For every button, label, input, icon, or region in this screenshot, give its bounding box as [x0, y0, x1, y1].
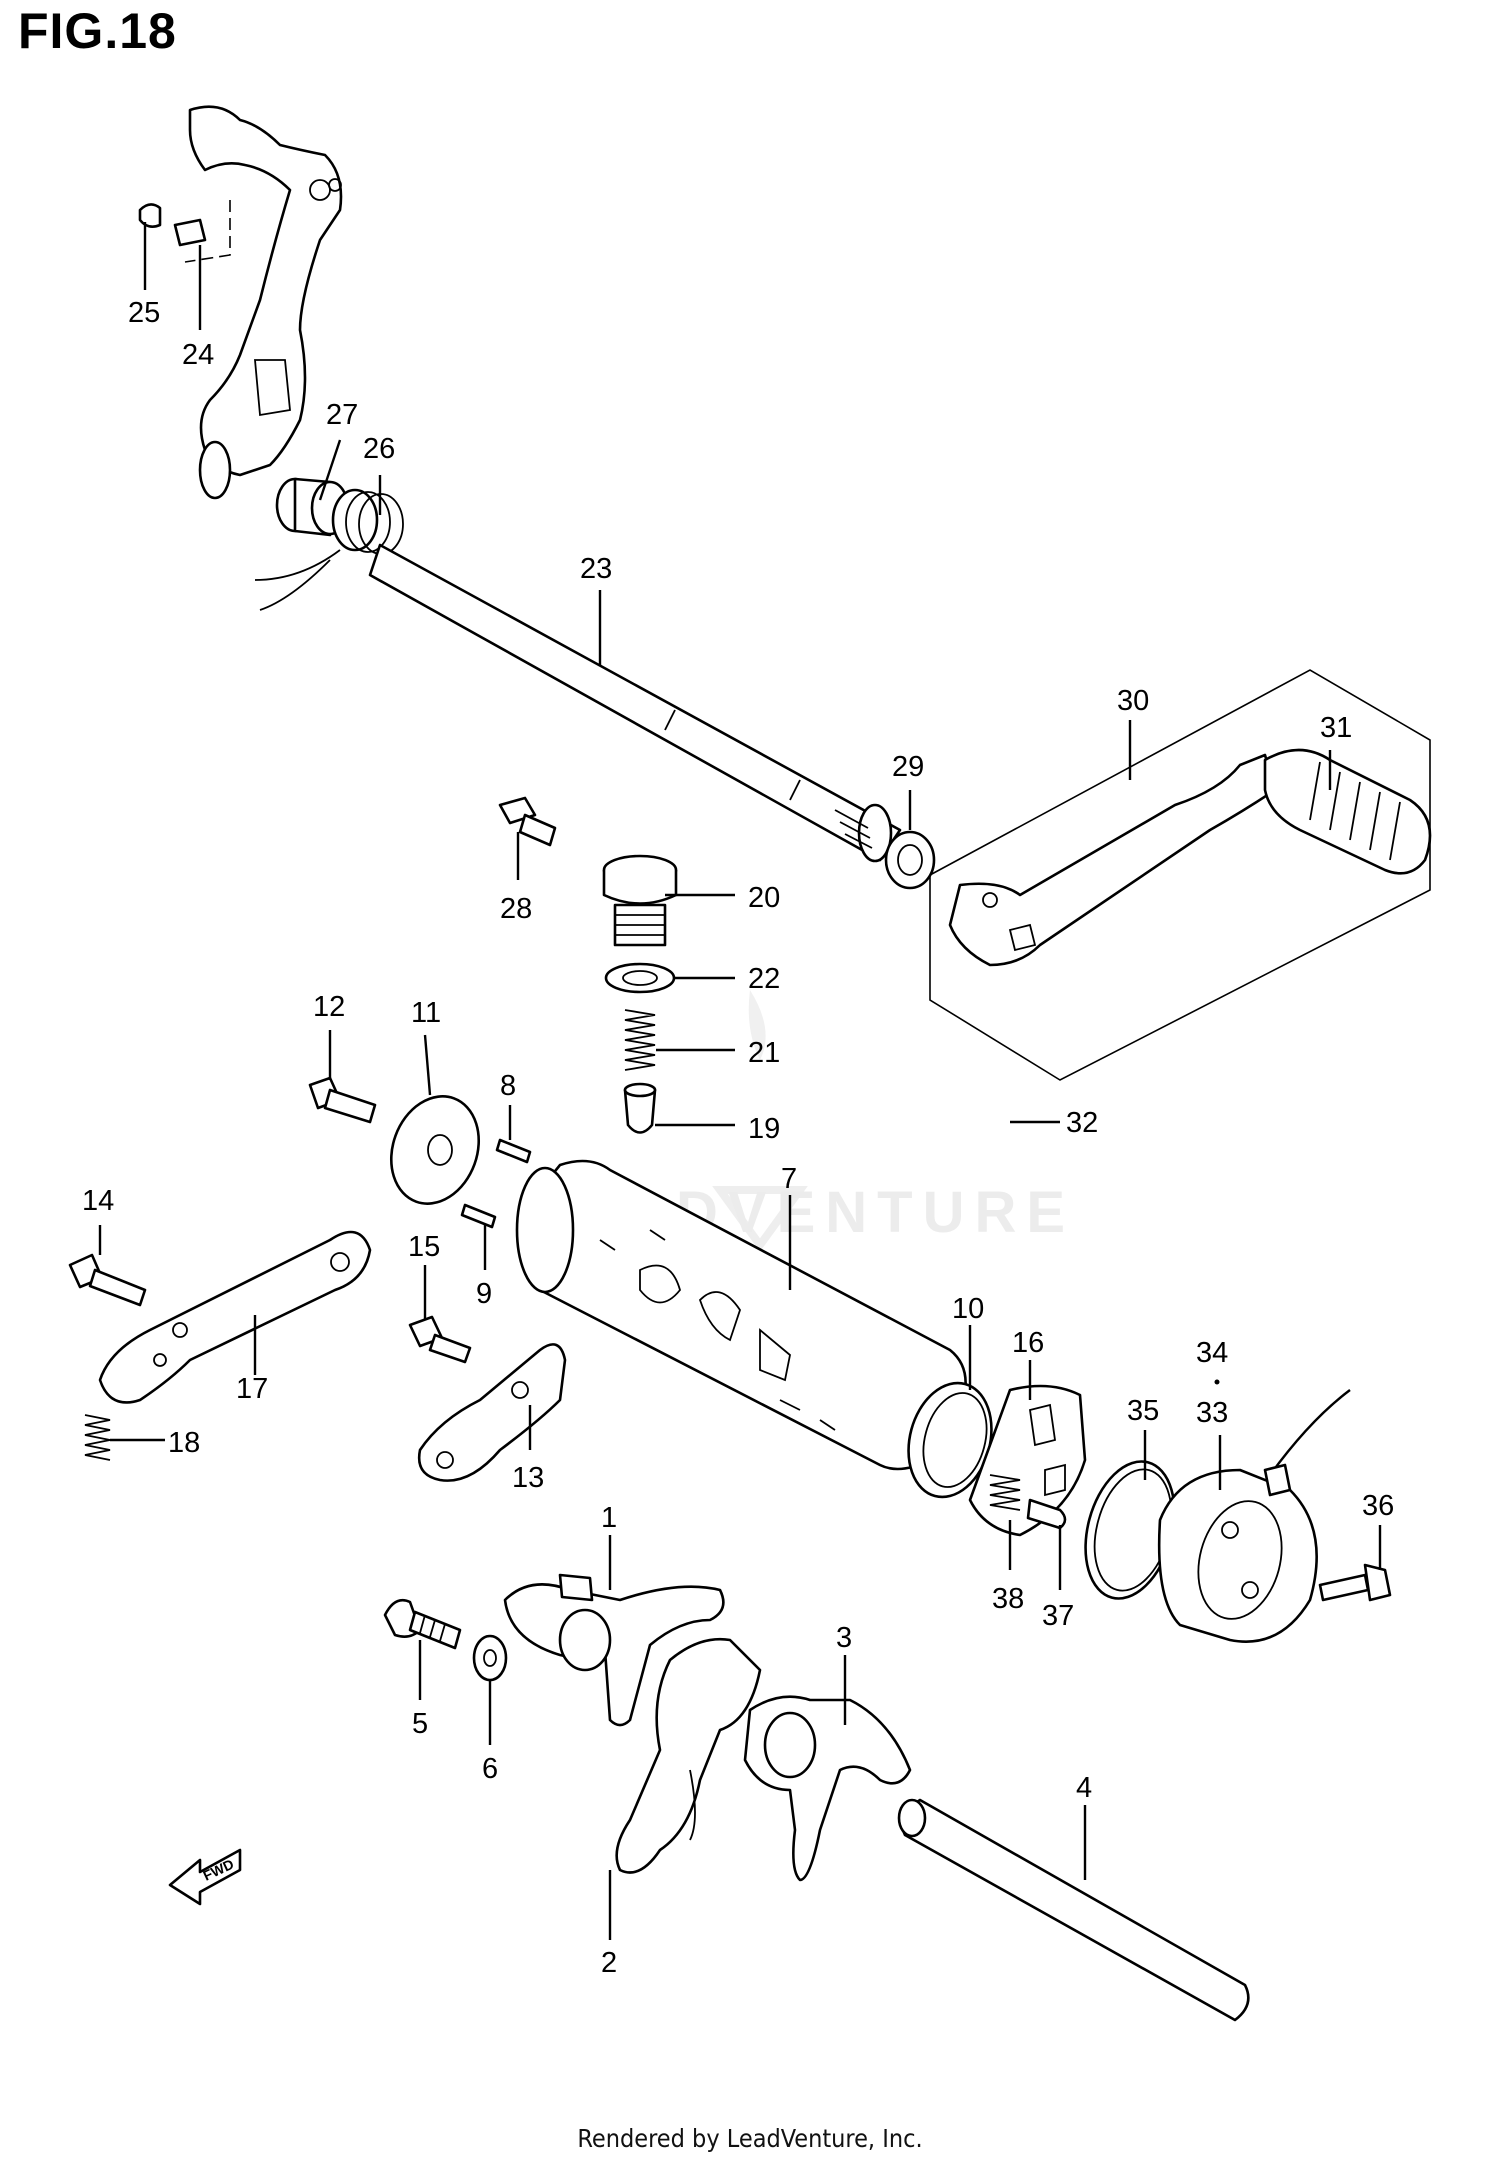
- callout-28: 28: [500, 893, 532, 925]
- callout-25: 25: [128, 297, 160, 329]
- callout-13: 13: [512, 1462, 544, 1494]
- callout-34: 34: [1196, 1337, 1228, 1369]
- spring-38: [989, 1474, 1021, 1511]
- callout-22: 22: [748, 963, 780, 995]
- gear-shift-arm-17: [98, 1230, 372, 1404]
- callout-7: 7: [781, 1163, 797, 1195]
- gearshift-lever-assembly: [929, 669, 1432, 1081]
- callout-11: 11: [411, 997, 441, 1029]
- callout-23: 23: [580, 553, 612, 585]
- callout-37: 37: [1042, 1600, 1074, 1632]
- callout-19: 19: [748, 1113, 780, 1145]
- washer-6: [472, 1634, 508, 1682]
- callout-26: 26: [363, 433, 395, 465]
- bolt-15: [408, 1315, 472, 1364]
- stopper-plate-13: [417, 1343, 567, 1482]
- callout-34-dot: [1214, 1379, 1220, 1385]
- fork-shaft-4: [897, 1798, 1250, 2022]
- callout-8: 8: [500, 1070, 516, 1102]
- callout-12: 12: [313, 991, 345, 1023]
- callout-6: 6: [482, 1753, 498, 1785]
- screw-36: [1318, 1563, 1392, 1602]
- gear-position-switch-33: [1157, 1389, 1351, 1643]
- callout-16: 16: [1012, 1327, 1044, 1359]
- footer-credit: Rendered by LeadVenture, Inc.: [577, 2124, 923, 2153]
- oil-seal-29: [884, 830, 936, 890]
- callout-9: 9: [476, 1278, 492, 1310]
- callout-36: 36: [1362, 1490, 1394, 1522]
- callout-14: 14: [82, 1185, 114, 1217]
- shift-fork-1: [503, 1573, 725, 1727]
- bolt-14: [68, 1253, 147, 1307]
- callout-21: 21: [748, 1037, 780, 1069]
- callout-27: 27: [326, 399, 358, 431]
- callout-17: 17: [236, 1373, 268, 1405]
- callout-29: 29: [892, 751, 924, 783]
- figure-title: FIG.18: [18, 3, 177, 59]
- callout-10: 10: [952, 1293, 984, 1325]
- spring-18: [84, 1414, 111, 1461]
- bolt-12: [308, 1076, 377, 1124]
- callout-2: 2: [601, 1947, 617, 1979]
- callout-24: 24: [182, 339, 214, 371]
- callout-20: 20: [748, 882, 780, 914]
- cam-stopper-group: [602, 854, 678, 1134]
- callout-38: 38: [992, 1583, 1024, 1615]
- bolt-28: [498, 796, 557, 847]
- callout-35: 35: [1127, 1395, 1159, 1427]
- callout-30: 30: [1117, 685, 1149, 717]
- callout-3: 3: [836, 1622, 852, 1654]
- fwd-arrow-icon: FWD: [168, 1848, 242, 1906]
- shift-fork-3: [743, 1695, 912, 1882]
- callout-31: 31: [1320, 712, 1352, 744]
- shift-fork-2: [615, 1637, 762, 1874]
- callout-4: 4: [1076, 1772, 1092, 1804]
- cam-guide-16: [968, 1384, 1087, 1537]
- callout-5: 5: [412, 1708, 428, 1740]
- ring-10: [907, 1381, 993, 1499]
- callout-labels: 25 24 27 26 23 28 29 30 31 32 20 22 21 1…: [82, 297, 1394, 1979]
- shift-shaft-assembly: [138, 105, 902, 863]
- bolt-5: [383, 1598, 462, 1650]
- callout-1: 1: [601, 1502, 617, 1534]
- gearshift-cam-drum: [515, 1159, 967, 1471]
- callout-33: 33: [1196, 1397, 1228, 1429]
- cam-plate-11: [389, 1095, 481, 1205]
- callout-18: 18: [168, 1427, 200, 1459]
- pin-8-9: [460, 1138, 532, 1229]
- leader-lines: [98, 222, 1382, 1940]
- callout-15: 15: [408, 1231, 440, 1263]
- callout-32: 32: [1066, 1107, 1098, 1139]
